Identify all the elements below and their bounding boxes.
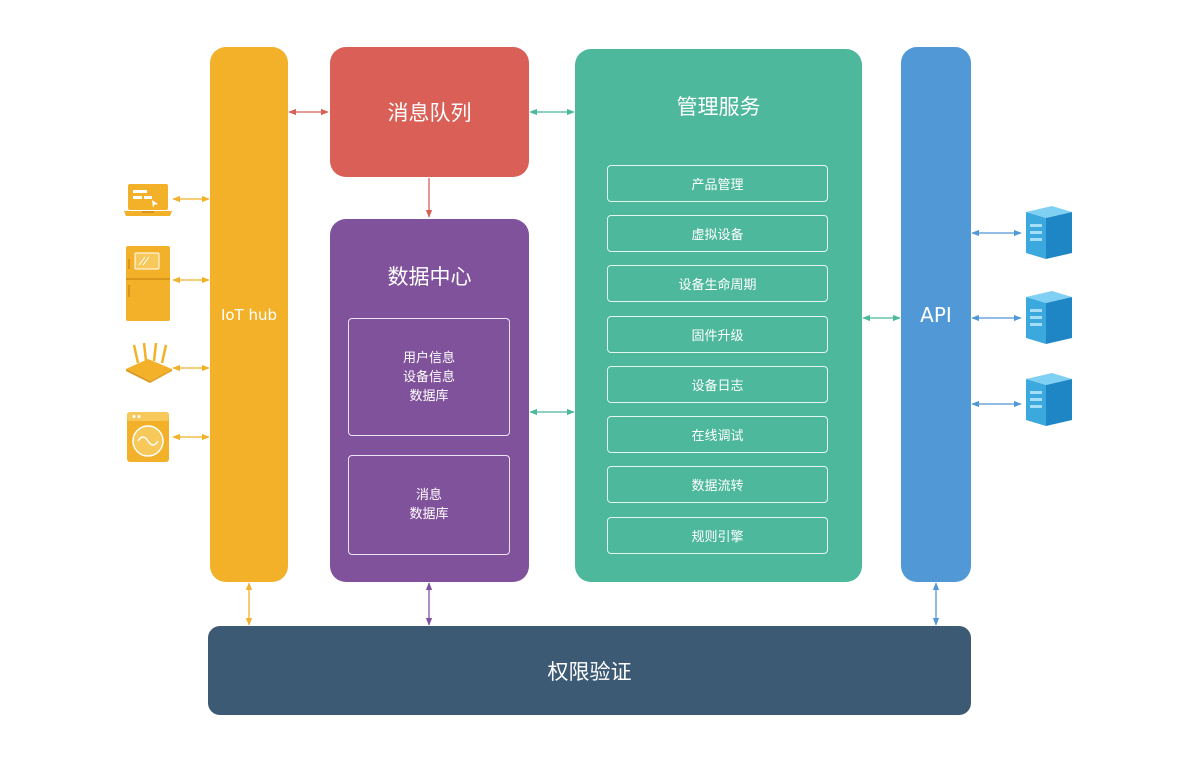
laptop-icon [124, 184, 172, 216]
auth-label: 权限验证 [547, 659, 632, 684]
dc-box-line: 数据库 [409, 388, 449, 404]
server-icon-2 [1026, 291, 1072, 344]
management-service-block: 管理服务 产品管理 虚拟设备 设备生命周期 固件升级 设备日志 在线调试 数据流… [575, 49, 862, 582]
server-icon-3 [1026, 373, 1072, 426]
iot-hub-label: IoT hub [220, 305, 278, 324]
dc-box-line: 用户信息 [402, 350, 455, 366]
mgmt-item-online-debug: 在线调试 [607, 416, 828, 453]
api-label: API [920, 302, 952, 327]
message-queue-label: 消息队列 [387, 101, 472, 125]
dc-box-line: 数据库 [409, 507, 449, 522]
user-device-db-box: 用户信息 设备信息 数据库 [348, 318, 510, 436]
router-icon [126, 343, 172, 383]
refrigerator-icon [126, 246, 170, 321]
auth-block: 权限验证 [208, 626, 971, 715]
dc-box-line: 消息 [415, 488, 442, 503]
api-block: API [901, 47, 971, 582]
message-queue-block: 消息队列 [330, 47, 529, 177]
mgmt-item-data-flow: 数据流转 [607, 466, 828, 503]
mgmt-item-virtual-device: 虚拟设备 [607, 215, 828, 252]
data-center-title: 数据中心 [387, 265, 472, 289]
dc-box-line: 设备信息 [402, 369, 455, 385]
mgmt-item-product: 产品管理 [607, 165, 828, 202]
mgmt-item-device-log: 设备日志 [607, 366, 828, 403]
iot-hub-block: IoT hub [210, 47, 288, 582]
data-center-block: 数据中心 用户信息 设备信息 数据库 消息 数据库 [330, 219, 529, 582]
management-service-title: 管理服务 [676, 95, 761, 119]
mgmt-item-lifecycle: 设备生命周期 [607, 265, 828, 302]
washing-machine-icon [127, 412, 169, 462]
mgmt-item-rule-engine: 规则引擎 [607, 517, 828, 554]
server-icon-1 [1026, 206, 1072, 259]
mgmt-item-firmware: 固件升级 [607, 316, 828, 353]
message-db-box: 消息 数据库 [348, 455, 510, 555]
